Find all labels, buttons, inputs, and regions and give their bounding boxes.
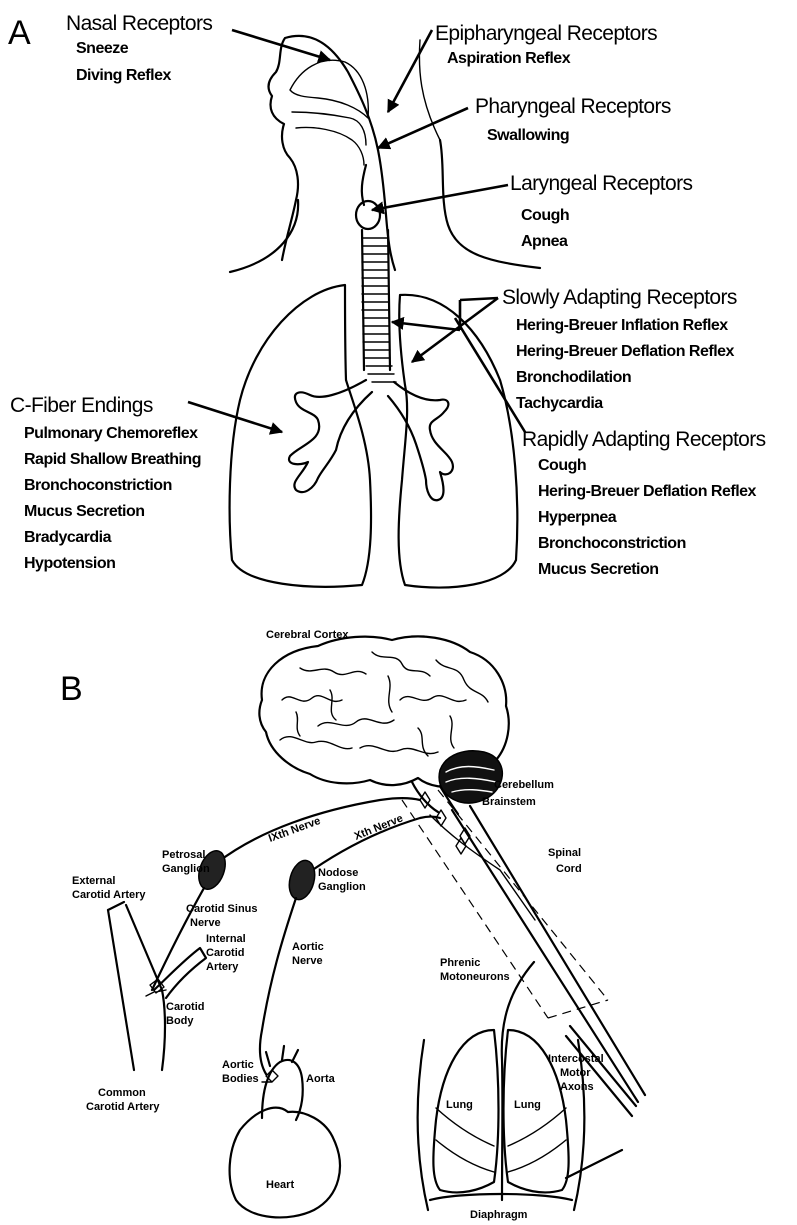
nasal-receptors-title: Nasal Receptors: [66, 12, 212, 35]
laryngeal-title: Laryngeal Receptors: [510, 172, 692, 195]
cfiber-item-3: Bronchoconstriction: [24, 477, 172, 494]
epipharyngeal-item: Aspiration Reflex: [447, 50, 571, 67]
aortic-arch-branches: [266, 1046, 298, 1066]
label-intercostal-1: Intercostal: [548, 1053, 604, 1065]
panel-a: A: [8, 12, 766, 588]
slowly-item-2: Hering-Breuer Deflation Reflex: [516, 343, 735, 360]
label-nodose-1: Nodose: [318, 867, 358, 879]
label-internal-carotid-2: Carotid: [206, 947, 245, 959]
cfiber-item-4: Mucus Secretion: [24, 503, 145, 520]
pharyngeal-title: Pharyngeal Receptors: [475, 95, 671, 118]
pharyngeal-item: Swallowing: [487, 127, 569, 144]
label-carotid-body-1: Carotid: [166, 1001, 205, 1013]
label-aortic-bodies-1: Aortic: [222, 1059, 254, 1071]
label-external-carotid-2: Carotid Artery: [72, 889, 146, 901]
larynx: [356, 201, 380, 229]
laryngeal-item-apnea: Apnea: [521, 233, 568, 250]
slowly-item-3: Bronchodilation: [516, 369, 631, 386]
cfiber-item-6: Hypotension: [24, 555, 115, 572]
label-carotid-body-2: Body: [166, 1015, 194, 1027]
nasal-item-sneeze: Sneeze: [76, 40, 129, 57]
label-brainstem: Brainstem: [482, 796, 536, 808]
label-aortic-nerve-2: Nerve: [292, 955, 323, 967]
label-external-carotid-1: External: [72, 875, 115, 887]
label-common-carotid-1: Common: [98, 1087, 146, 1099]
shoulder-left: [230, 200, 298, 272]
aortic-nerve: [260, 898, 296, 1074]
label-ixth-nerve: IXth Nerve: [267, 815, 322, 845]
label-phrenic-1: Phrenic: [440, 957, 480, 969]
rapidly-adapting-title: Rapidly Adapting Receptors: [522, 428, 766, 451]
label-spinal-1: Spinal: [548, 847, 581, 859]
ixth-nerve: [218, 798, 420, 862]
label-diaphragm: Diaphragm: [470, 1209, 528, 1221]
label-cerebellum: Cerebellum: [494, 779, 554, 791]
label-carotid-sinus-2: Nerve: [190, 917, 221, 929]
label-cerebral-cortex: Cerebral Cortex: [266, 629, 349, 641]
left-lung-outline: [230, 285, 371, 587]
panel-b: B: [60, 629, 645, 1221]
rapidly-item-5: Mucus Secretion: [538, 561, 659, 578]
label-common-carotid-2: Carotid Artery: [86, 1101, 160, 1113]
brain-gyri: [280, 652, 488, 756]
external-carotid: [108, 902, 124, 910]
label-petrosal-1: Petrosal: [162, 849, 205, 861]
laryngeal-item-cough: Cough: [521, 207, 569, 224]
cfiber-item-2: Rapid Shallow Breathing: [24, 451, 201, 468]
spinal-cord-tract: [430, 815, 535, 920]
rapidly-item-4: Bronchoconstriction: [538, 535, 686, 552]
label-aortic-nerve-1: Aortic: [292, 941, 324, 953]
heart-outline: [230, 1108, 340, 1218]
rapidly-item-1: Cough: [538, 457, 586, 474]
ribs: [436, 1108, 566, 1172]
oral-cavity: [292, 112, 366, 145]
slowly-item-1: Hering-Breuer Inflation Reflex: [516, 317, 728, 334]
panel-a-letter: A: [8, 14, 31, 52]
label-aortic-bodies-2: Bodies: [222, 1073, 259, 1085]
rapidly-item-2: Hering-Breuer Deflation Reflex: [538, 483, 757, 500]
label-petrosal-2: Ganglion: [162, 863, 210, 875]
rapidly-item-3: Hyperpnea: [538, 509, 617, 526]
left-bronchus: [289, 380, 372, 492]
lung-left-b: [433, 1030, 498, 1192]
tongue: [296, 128, 364, 166]
nasal-item-diving: Diving Reflex: [76, 67, 171, 84]
panel-b-letter: B: [60, 670, 83, 708]
label-aorta: Aorta: [306, 1073, 336, 1085]
intercostal-axons: [566, 1026, 636, 1178]
label-nodose-2: Ganglion: [318, 881, 366, 893]
label-intercostal-2: Motor: [560, 1067, 591, 1079]
cfiber-item-1: Pulmonary Chemoreflex: [24, 425, 198, 442]
label-carotid-sinus-1: Carotid Sinus: [186, 903, 258, 915]
neck-front: [362, 165, 366, 205]
label-intercostal-3: Axons: [560, 1081, 594, 1093]
right-lung-outline: [399, 295, 518, 588]
pharynx-wall: [378, 150, 395, 270]
label-heart: Heart: [266, 1179, 294, 1191]
right-bronchus: [388, 382, 453, 500]
slowly-item-4: Tachycardia: [516, 395, 603, 412]
cfiber-item-5: Bradycardia: [24, 529, 112, 546]
label-phrenic-2: Motoneurons: [440, 971, 510, 983]
c-fiber-title: C-Fiber Endings: [10, 394, 153, 417]
slowly-adapting-title: Slowly Adapting Receptors: [502, 286, 737, 309]
nodose-ganglion: [285, 858, 319, 903]
epipharyngeal-title: Epipharyngeal Receptors: [435, 22, 657, 45]
label-spinal-2: Cord: [556, 863, 582, 875]
label-internal-carotid-1: Internal: [206, 933, 246, 945]
label-lung-left: Lung: [446, 1099, 473, 1111]
label-xth-nerve: Xth Nerve: [353, 812, 405, 842]
label-lung-right: Lung: [514, 1099, 541, 1111]
label-internal-carotid-3: Artery: [206, 961, 239, 973]
